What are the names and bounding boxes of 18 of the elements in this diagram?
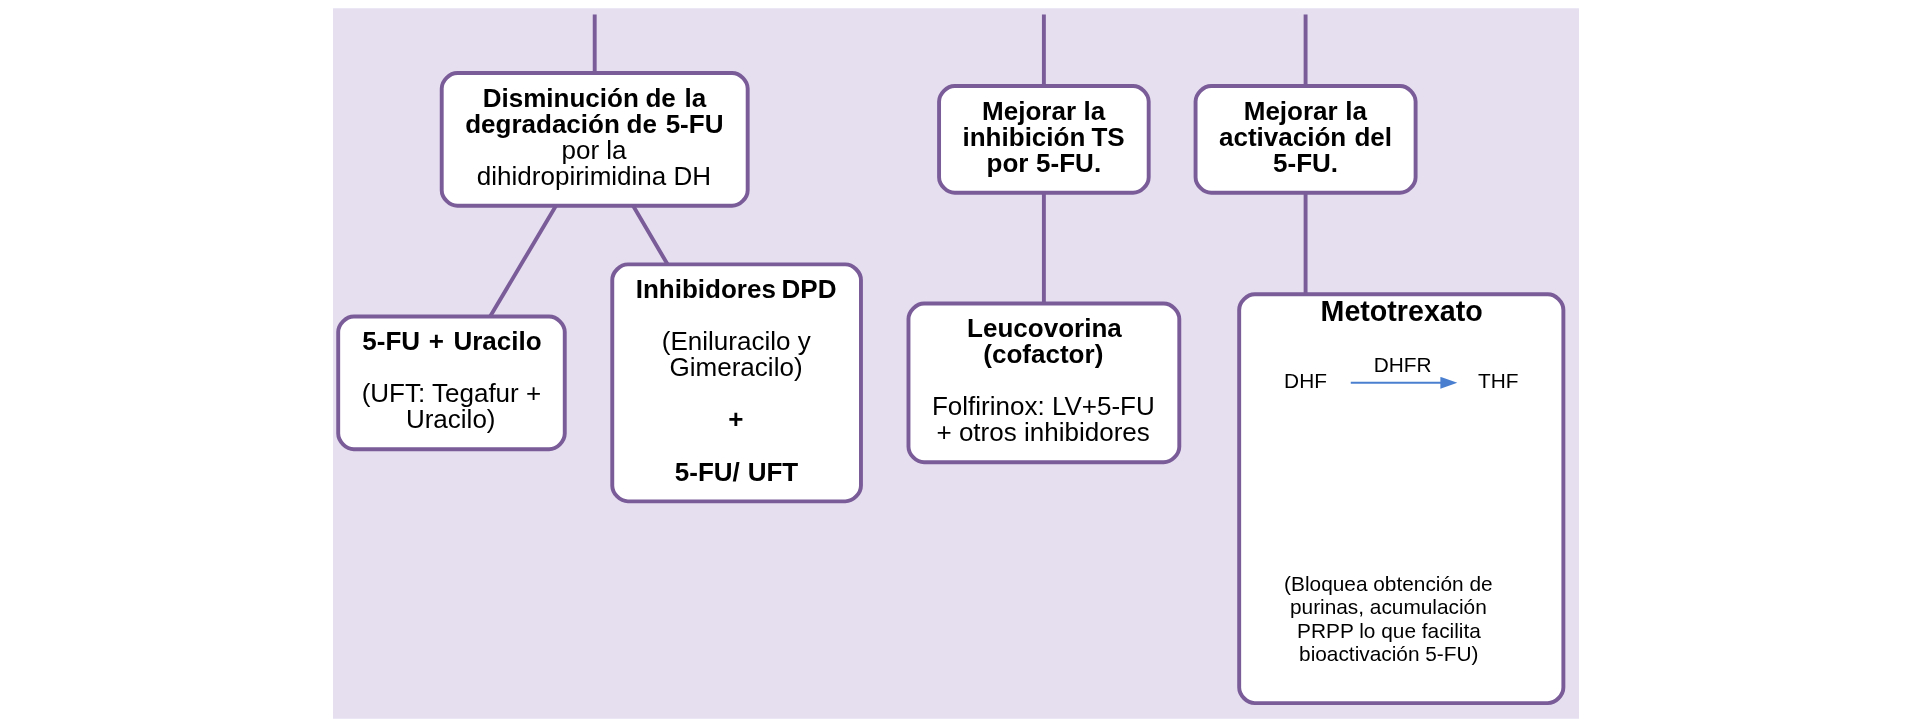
arrow (1349, 376, 1458, 389)
node-text: THF (1478, 368, 1519, 392)
connector (1041, 192, 1046, 304)
connector (1041, 14, 1046, 86)
node-text: DHF (1284, 368, 1327, 392)
node-text: (Bloquea obtención de purinas, acumulación PRPP lo que facilita bioactivación 5-FU) (1284, 571, 1493, 666)
connector (488, 204, 558, 318)
node-box: Leucovorina (cofactor) Folfirinox: LV+5-FU + otros inhibidores (906, 301, 1182, 465)
node-box: Mejorar la activación del 5-FU. (1193, 84, 1418, 195)
connector (592, 14, 597, 73)
edge-label: DHFR (1373, 353, 1432, 377)
connector (631, 204, 670, 266)
node-box: Disminución de la degradación de 5-FU por la dihidropirimidina DH (439, 71, 750, 208)
node-box: Mejorar la inhibición TS por 5-FU. (937, 84, 1151, 195)
node-box: Inhibidores DPD (Eniluracilo y Gimeracilo) + 5-FU/ UFT (610, 262, 863, 504)
connector (1303, 192, 1308, 295)
node-box: 5-FU + Uracilo (UFT: Tegafur + Uracilo) (336, 314, 567, 452)
connector (1303, 14, 1308, 86)
